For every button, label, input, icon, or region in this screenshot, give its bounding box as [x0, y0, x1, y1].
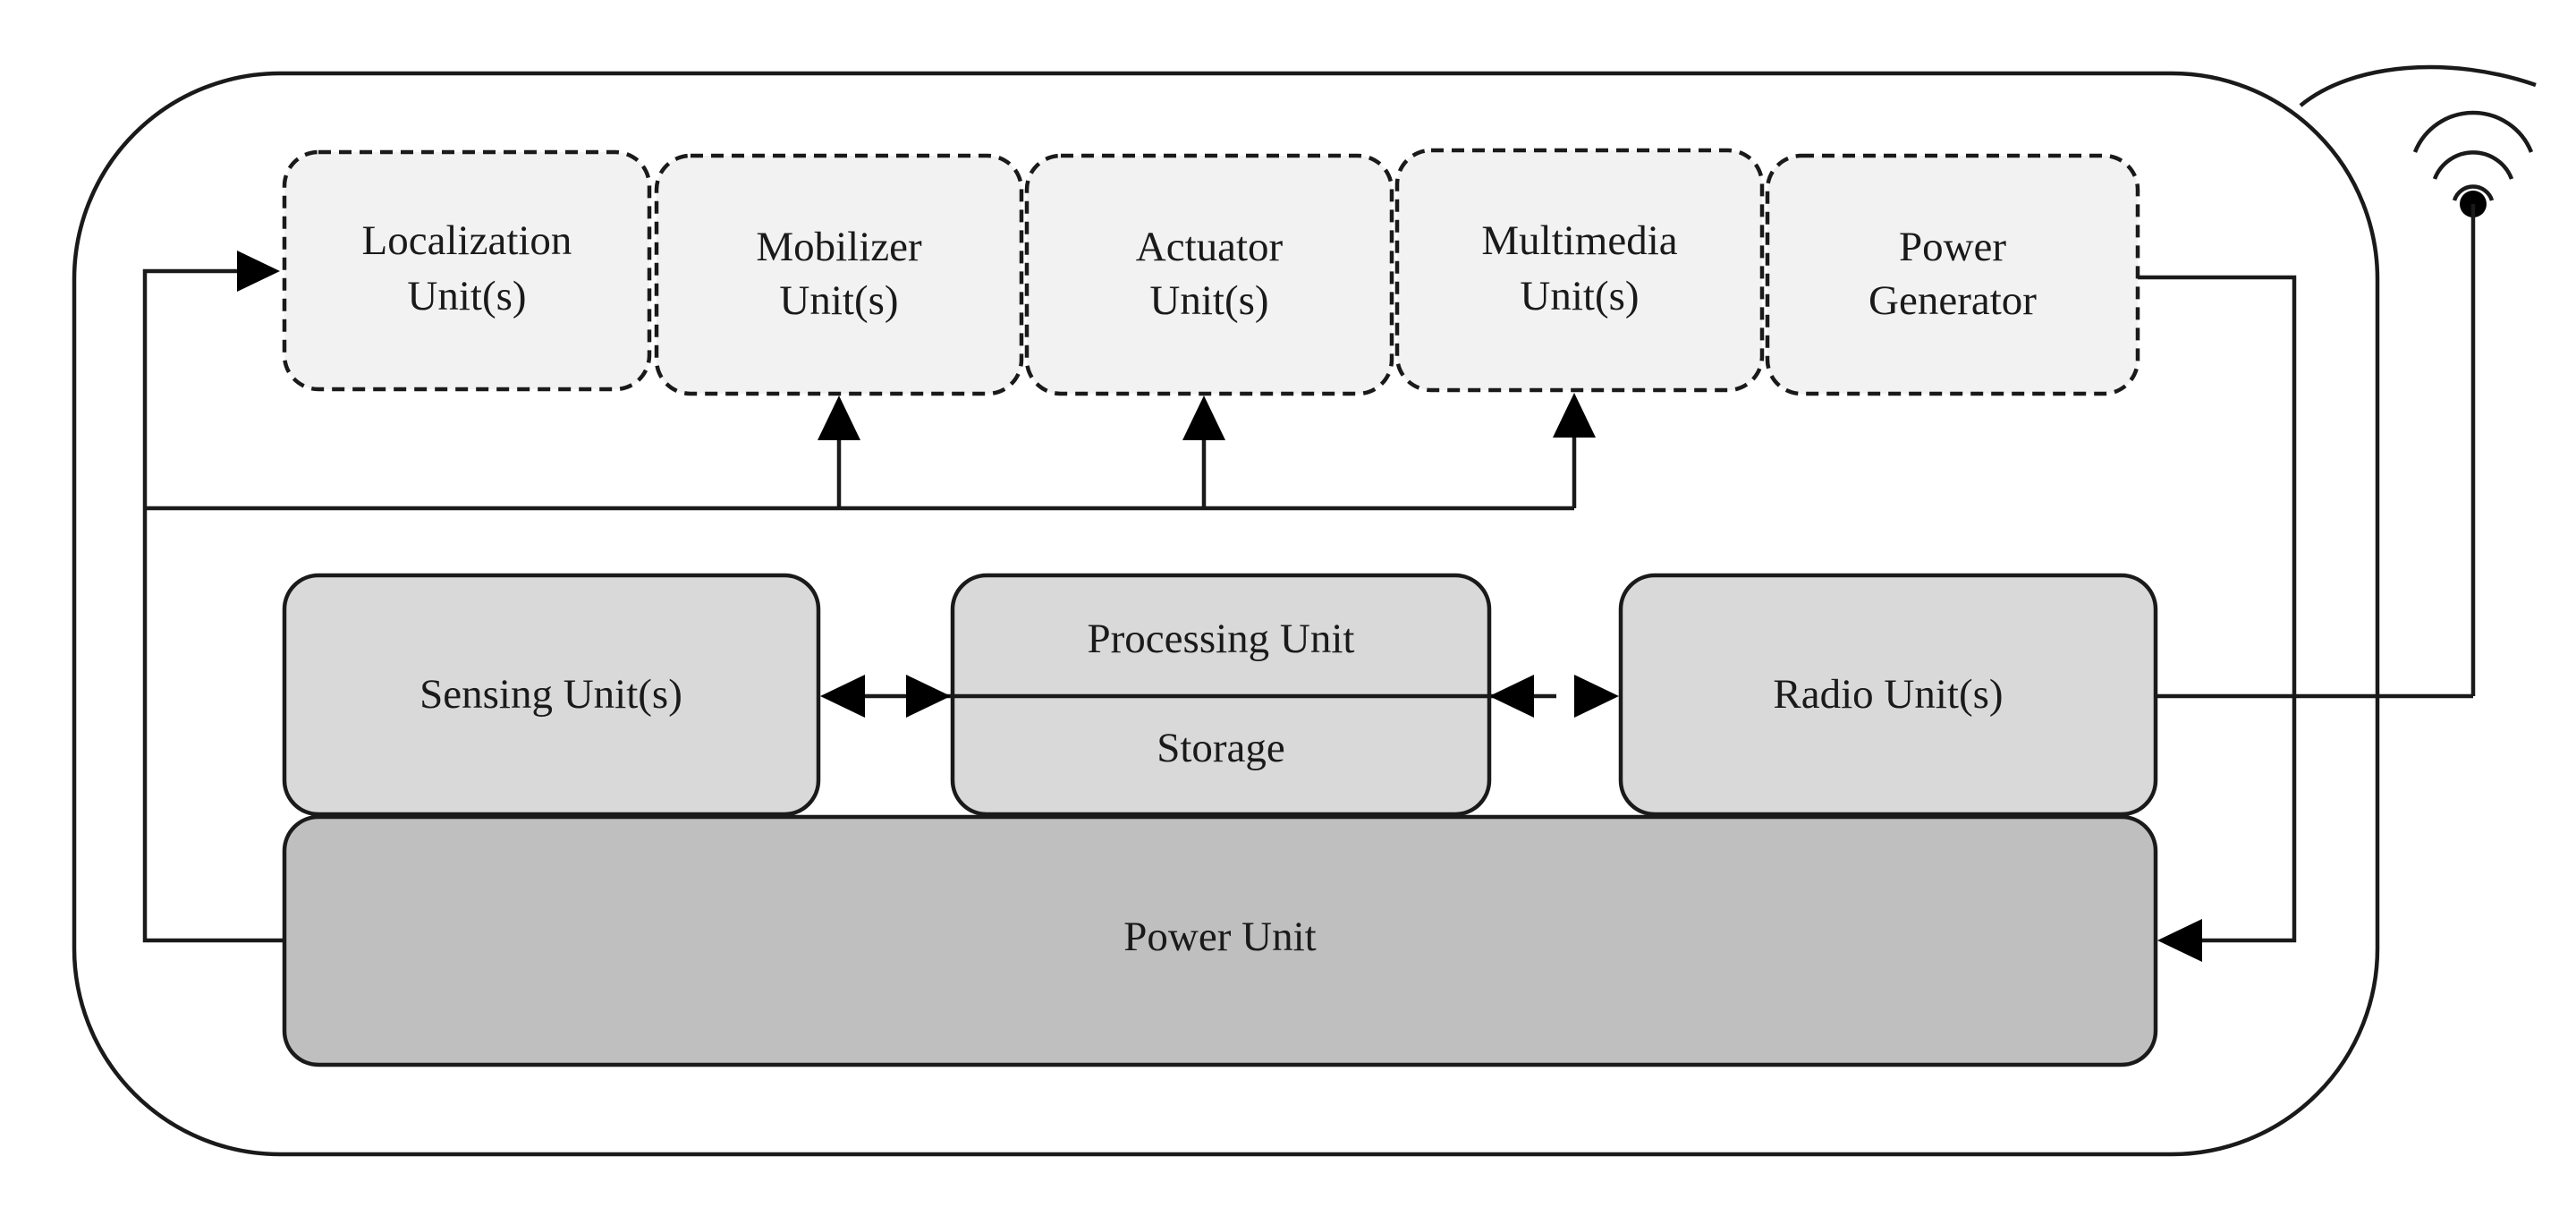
power-generator-box: Power Generator: [1765, 153, 2140, 396]
localization-unit-box: Localization Unit(s): [282, 149, 652, 392]
power-unit-arrow-icon: [2157, 919, 2202, 962]
mobilizer-label-line1: Mobilizer: [756, 224, 922, 270]
mobilizer-unit-box: Mobilizer Unit(s): [654, 153, 1024, 396]
multimedia-unit-box: Multimedia Unit(s): [1394, 148, 1765, 393]
actuator-label-line1: Actuator: [1136, 224, 1284, 270]
localization-label-line1: Localization: [362, 217, 572, 264]
actuator-arrow-icon: [1182, 395, 1225, 440]
power-unit-box: Power Unit: [282, 814, 2158, 1067]
sensing-unit-box: Sensing Unit(s): [282, 573, 821, 817]
mobilizer-label-line2: Unit(s): [779, 277, 898, 324]
antenna-icon: [2299, 64, 2537, 696]
radio-unit-box: Radio Unit(s): [1618, 573, 2158, 817]
actuator-unit-box: Actuator Unit(s): [1024, 153, 1394, 396]
processing-unit-label: Processing Unit: [1088, 616, 1355, 662]
node-enclosure: [72, 71, 2380, 1157]
power-generator-label-line2: Generator: [1868, 277, 2037, 324]
storage-label: Storage: [1157, 725, 1285, 771]
generator-to-power-wire: [2138, 275, 2297, 943]
multimedia-arrow-icon: [1553, 393, 1596, 438]
radio-arrow-icon: [1574, 675, 1619, 718]
multimedia-label-line2: Unit(s): [1520, 273, 1639, 319]
power-generator-label-line1: Power: [1899, 224, 2006, 270]
power-to-localization-wire: [142, 268, 284, 943]
processing-left-arrow-icon: [906, 675, 951, 718]
arrowheads: [237, 251, 2202, 962]
processing-right-arrow-icon: [1489, 675, 1534, 718]
localization-label-line2: Unit(s): [407, 273, 526, 319]
actuator-label-line2: Unit(s): [1149, 277, 1268, 324]
power-unit-label: Power Unit: [1123, 914, 1316, 960]
sensing-arrow-icon: [820, 675, 865, 718]
multimedia-label-line1: Multimedia: [1481, 217, 1677, 264]
radio-unit-label: Radio Unit(s): [1773, 671, 2003, 718]
localization-arrow-icon: [237, 251, 280, 292]
sensing-unit-label: Sensing Unit(s): [419, 671, 682, 718]
mobilizer-arrow-icon: [818, 395, 860, 440]
